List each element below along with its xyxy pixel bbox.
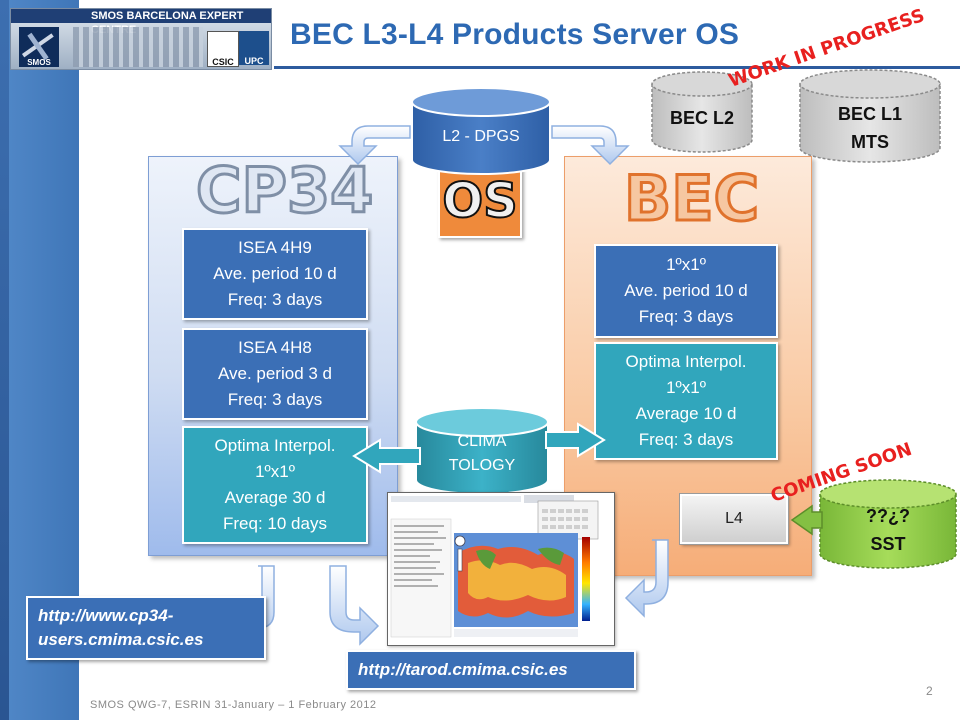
box-line: Ave. period 10 d bbox=[213, 264, 337, 283]
cp34-box-isea-4h9: ISEA 4H9 Ave. period 10 d Freq: 3 days bbox=[182, 228, 368, 320]
satellite-icon: SMOS bbox=[19, 27, 59, 67]
bec-l1-line-1: BEC L1 bbox=[837, 104, 902, 124]
bec-l1-line-2: MTS bbox=[851, 132, 889, 152]
box-line: 1ºx1º bbox=[666, 378, 706, 397]
title-underline bbox=[274, 66, 960, 69]
logo-smos-text: SMOS bbox=[27, 58, 51, 67]
cp34-heading: CP34 bbox=[194, 154, 374, 227]
box-line: 1ºx1º bbox=[666, 255, 706, 274]
upc-logo: UPC bbox=[239, 31, 269, 66]
box-line: Ave. period 3 d bbox=[217, 364, 333, 383]
box-line: Average 30 d bbox=[224, 488, 326, 507]
climatology-cylinder bbox=[415, 407, 549, 495]
box-line: ISEA 4H9 bbox=[238, 238, 312, 257]
sst-line-2: SST bbox=[870, 534, 906, 554]
box-line: Optima Interpol. bbox=[625, 352, 747, 371]
box-line: Freq: 3 days bbox=[227, 290, 323, 309]
bec-box-optima-interpol: Optima Interpol. 1ºx1º Average 10 d Freq… bbox=[594, 342, 778, 460]
climatology-line-2: TOLOGY bbox=[448, 457, 516, 474]
left-accent-bar bbox=[0, 0, 9, 720]
building-image bbox=[73, 27, 203, 67]
l2-dpgs-cylinder bbox=[411, 87, 551, 175]
bec-l1-mts-label: BEC L1 MTS bbox=[800, 100, 940, 156]
portal-thumbnail-image bbox=[388, 493, 614, 645]
box-line: Freq: 3 days bbox=[227, 390, 323, 409]
box-line: ISEA 4H8 bbox=[238, 338, 312, 357]
bec-l2-cylinder bbox=[651, 71, 753, 153]
bec-heading: BEC bbox=[622, 162, 760, 235]
sst-label: ??¿? SST bbox=[820, 502, 956, 558]
arrow-bec-to-portal bbox=[624, 539, 669, 618]
climatology-line-1: CLIMA bbox=[457, 433, 507, 450]
page-number: 2 bbox=[926, 684, 933, 698]
tarod-url-link[interactable]: http://tarod.cmima.csic.es bbox=[346, 650, 636, 690]
cp34-box-optima-interpol: Optima Interpol. 1ºx1º Average 30 d Freq… bbox=[182, 426, 368, 544]
arrow-clima-to-bec bbox=[545, 422, 606, 458]
arrow-dpgs-to-cp34 bbox=[338, 125, 411, 166]
climatology-label: CLIMA TOLOGY bbox=[416, 430, 548, 478]
arrow-cp34-to-tarod bbox=[329, 565, 380, 646]
box-line: 1ºx1º bbox=[255, 462, 295, 481]
cp34-url-line-1: http://www.cp34- bbox=[38, 606, 174, 625]
web-portal-screenshot bbox=[387, 492, 615, 646]
cp34-box-isea-4h8: ISEA 4H8 Ave. period 3 d Freq: 3 days bbox=[182, 328, 368, 420]
cp34-url-link[interactable]: http://www.cp34- users.cmima.csic.es bbox=[26, 596, 266, 660]
bec-l1-mts-cylinder bbox=[799, 69, 941, 163]
smos-bec-logo: SMOS BARCELONA EXPERT CENTRE SMOS CSIC U… bbox=[10, 8, 272, 70]
page-title: BEC L3-L4 Products Server OS bbox=[290, 18, 740, 51]
csic-logo: CSIC bbox=[207, 31, 239, 67]
box-line: Optima Interpol. bbox=[214, 436, 336, 455]
cp34-url-line-2: users.cmima.csic.es bbox=[38, 630, 204, 649]
footer-text: SMOS QWG-7, ESRIN 31-January – 1 Februar… bbox=[90, 699, 377, 711]
arrow-dpgs-to-bec bbox=[551, 125, 630, 166]
os-box: OS bbox=[438, 164, 522, 238]
sst-line-1: ??¿? bbox=[866, 506, 910, 526]
bec-l2-label: BEC L2 bbox=[669, 108, 734, 128]
arrow-clima-to-cp34 bbox=[352, 438, 421, 474]
box-line: Freq: 10 days bbox=[223, 514, 327, 533]
sst-cylinder bbox=[819, 479, 957, 569]
arrow-sst-to-l4 bbox=[790, 504, 823, 536]
box-line: Average 10 d bbox=[635, 404, 737, 423]
l2-dpgs-label: L2 - DPGS bbox=[442, 128, 520, 145]
box-line: Freq: 3 days bbox=[638, 307, 734, 326]
l4-box: L4 bbox=[679, 493, 789, 545]
box-line: Freq: 3 days bbox=[638, 430, 734, 449]
bec-box-1x1: 1ºx1º Ave. period 10 d Freq: 3 days bbox=[594, 244, 778, 338]
box-line: Ave. period 10 d bbox=[624, 281, 748, 300]
